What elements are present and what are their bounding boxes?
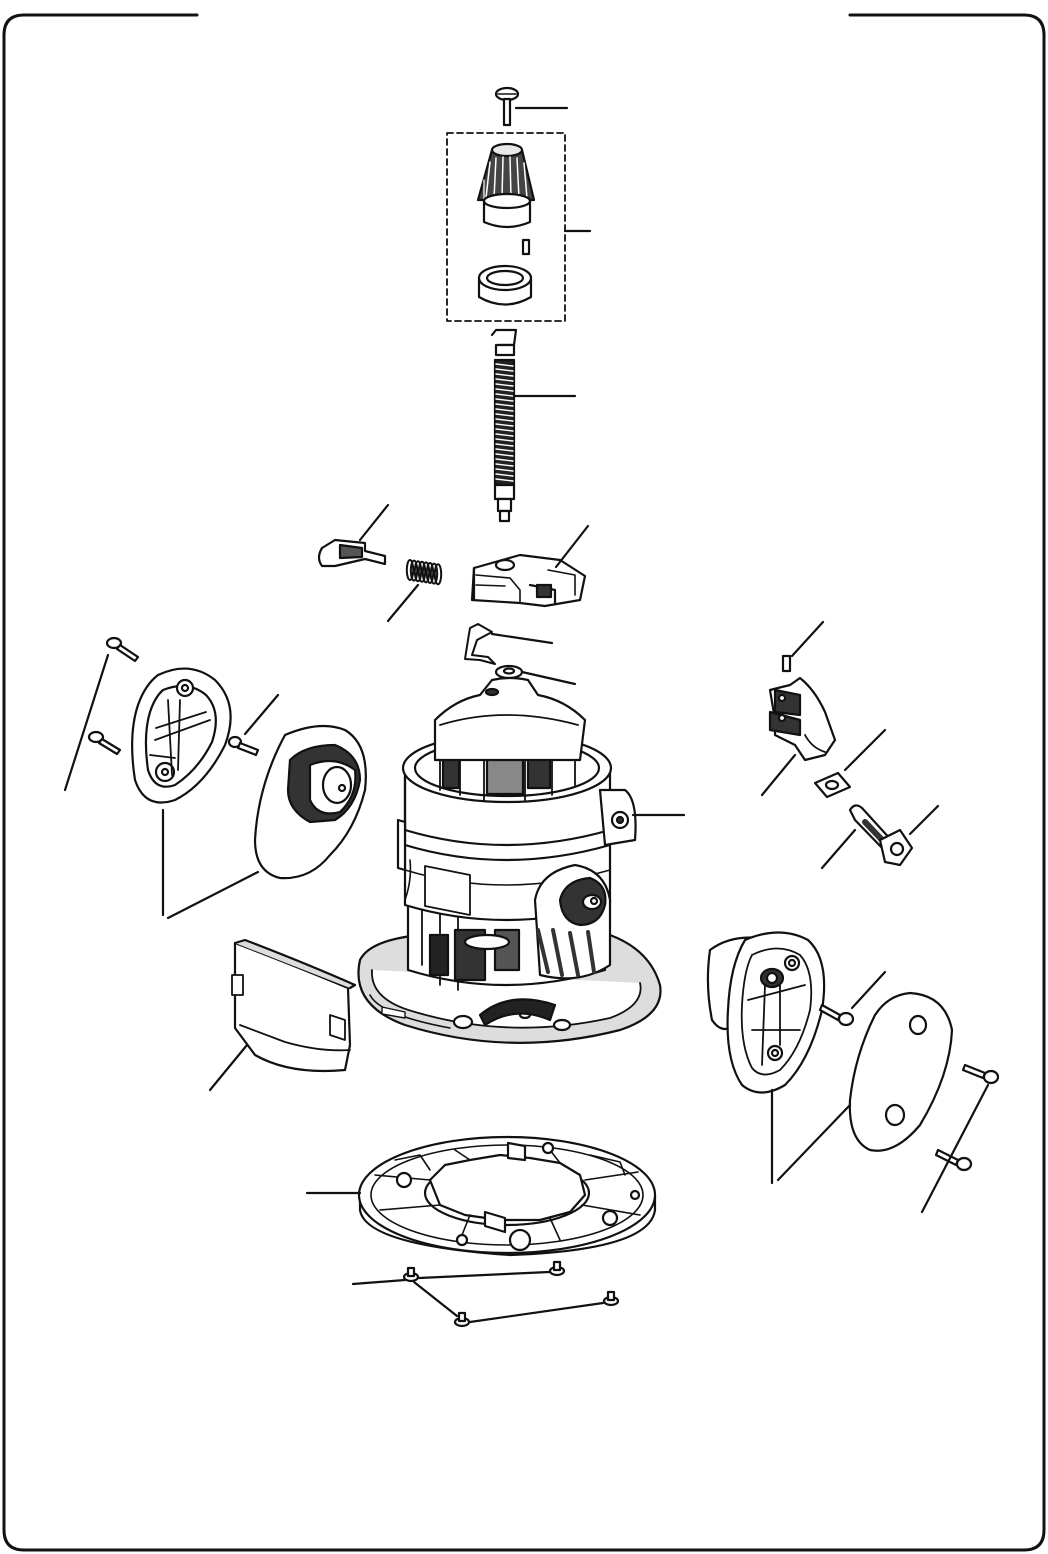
left-handle-insert-screw bbox=[229, 695, 278, 755]
left-handle-frame bbox=[132, 669, 231, 915]
leader-lock-lever bbox=[360, 505, 388, 540]
sub-base-screw-4 bbox=[604, 1292, 618, 1305]
leader-wire-clip bbox=[492, 634, 552, 643]
sub-base-screw-2 bbox=[550, 1262, 564, 1275]
leader-left-insert-screw bbox=[245, 695, 278, 734]
sub-base-plate bbox=[307, 1137, 655, 1255]
lock-spring bbox=[388, 560, 441, 621]
leader-sub-base-screws bbox=[353, 1280, 405, 1284]
depth-knob-assembly bbox=[447, 133, 590, 321]
leader-left-screws bbox=[65, 655, 108, 790]
top-screw bbox=[496, 88, 567, 125]
depth-knob bbox=[478, 144, 534, 227]
leader-screw-link-a bbox=[419, 1272, 549, 1278]
wire-clip bbox=[465, 624, 552, 664]
depth-ring bbox=[479, 266, 531, 305]
leader-right-handle-b bbox=[778, 1105, 850, 1180]
leader-clamp-bolt-a bbox=[910, 806, 938, 834]
leader-clamp-bracket bbox=[762, 755, 795, 795]
knob-pin bbox=[523, 240, 529, 254]
threaded-depth-rod bbox=[492, 330, 575, 521]
clamp-bolt bbox=[822, 805, 938, 868]
lock-lever bbox=[319, 505, 388, 566]
motor-housing-base bbox=[358, 678, 684, 1043]
sub-base-screws bbox=[353, 1262, 618, 1326]
leader-screw-link-c bbox=[414, 1282, 457, 1316]
rod-bracket bbox=[472, 526, 588, 606]
left-handle-screw-upper bbox=[107, 638, 138, 661]
leader-clamp-pin bbox=[792, 622, 823, 656]
left-handle-screw-lower bbox=[89, 732, 120, 754]
right-handle-frame bbox=[708, 933, 824, 1184]
leader-left-handle-b bbox=[168, 872, 258, 918]
leader-bracket bbox=[556, 526, 588, 567]
clamp-bracket bbox=[762, 678, 835, 795]
leader-clamp-nut bbox=[845, 730, 885, 770]
leader-right-insert-screw bbox=[852, 972, 885, 1008]
leader-clamp-bolt-b bbox=[822, 830, 855, 868]
sub-base-screw-1 bbox=[404, 1268, 418, 1281]
chip-shield bbox=[210, 940, 355, 1090]
leader-spring bbox=[388, 585, 418, 621]
leader-chip-shield bbox=[210, 1045, 247, 1090]
leader-screw-link-b bbox=[470, 1303, 603, 1322]
clamp-pin bbox=[783, 622, 823, 671]
right-handle-screw-upper bbox=[963, 1065, 998, 1083]
